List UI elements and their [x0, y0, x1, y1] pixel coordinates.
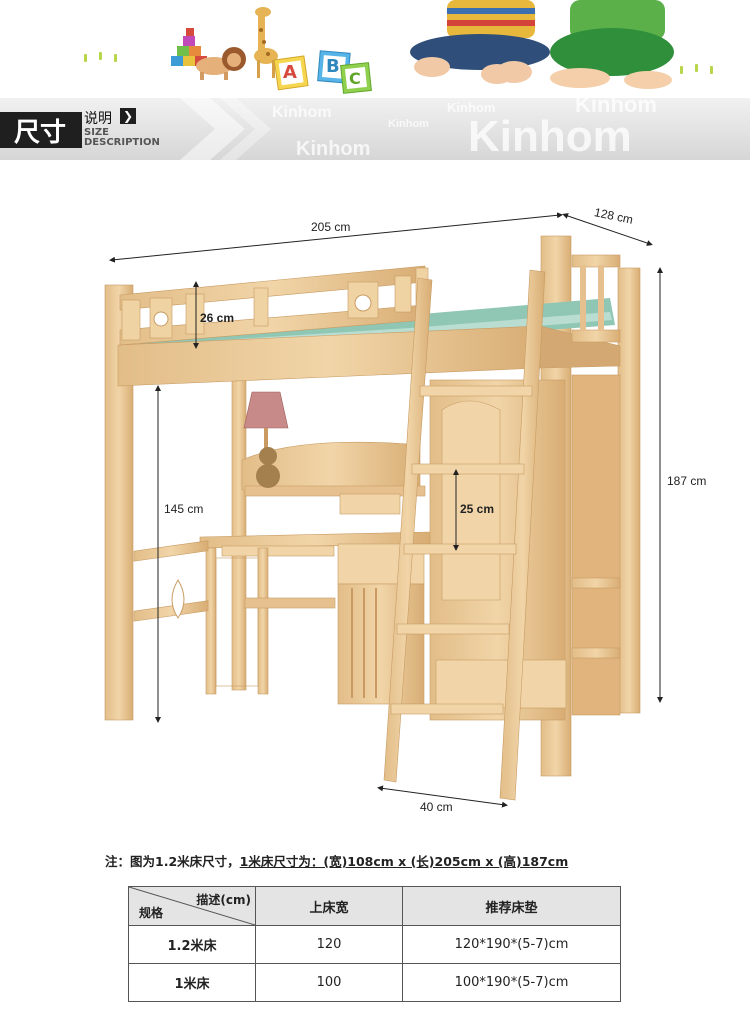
ladder-width-dimension: 40 cm — [420, 800, 453, 814]
row-width: 120 — [255, 925, 403, 964]
decor-dash — [710, 66, 713, 74]
note-prefix: 注：图为1.2米床尺寸， — [105, 854, 240, 869]
chevron-right-icon: ❯ — [120, 108, 136, 124]
decor-dash — [99, 52, 102, 60]
toys-illustration — [171, 0, 674, 94]
toy-giraffe-icon — [254, 7, 278, 78]
block-letter-a: A — [283, 62, 297, 83]
top-banner: A B C — [0, 0, 750, 98]
child-illustration-icon — [550, 0, 674, 89]
loft-bed-diagram — [104, 212, 663, 808]
brand-watermark: Kinhom — [296, 138, 371, 160]
decor-dash — [680, 66, 683, 74]
row-width: 100 — [255, 963, 403, 1002]
table-row: 1米床 100 100*190*(5-7)cm — [128, 963, 621, 1002]
under-bed-height-dimension: 145 cm — [164, 502, 204, 516]
section-english-line1: SIZE — [84, 127, 110, 138]
length-dimension: 205 cm — [311, 220, 351, 234]
size-section-header: Kinhom Kinhom Kinhom Kinhom Kinhom Kinho… — [0, 98, 750, 160]
table-corner-cell: 描述(cm) 规格 — [128, 886, 256, 926]
brand-watermark: Kinhom — [575, 98, 657, 117]
section-subtitle: 说明 — [84, 111, 112, 127]
brand-watermark: Kinhom — [388, 118, 429, 130]
decor-dash — [114, 54, 117, 62]
row-spec: 1米床 — [128, 963, 256, 1002]
child-illustration-icon — [410, 0, 550, 84]
corner-label-description: 描述(cm) — [196, 893, 251, 907]
ladder-step-gap-dimension: 25 cm — [460, 502, 495, 516]
header-mattress: 推荐床垫 — [402, 886, 621, 926]
brand-watermark: Kinhom — [447, 100, 496, 115]
total-height-dimension: 187 cm — [667, 474, 707, 488]
header-decor — [180, 98, 271, 160]
diagonal-divider — [129, 887, 255, 925]
header-bed-width: 上床宽 — [255, 886, 403, 926]
corner-label-spec: 规格 — [139, 906, 164, 920]
toy-lion-icon — [196, 47, 246, 80]
brand-watermark: Kinhom — [272, 104, 332, 121]
section-title: 尺寸 — [0, 112, 82, 148]
spec-table: 描述(cm) 规格 上床宽 推荐床垫 1.2米床 120 120*190*(5-… — [128, 886, 621, 1002]
section-english-line2: DESCRIPTION — [84, 137, 160, 148]
decor-dash — [695, 64, 698, 72]
note-sizes: 1米床尺寸为：(宽)108cm x (长)205cm x (高)187cm — [239, 854, 569, 869]
table-header-row: 描述(cm) 规格 上床宽 推荐床垫 — [128, 886, 621, 926]
block-letter-b: B — [326, 56, 340, 77]
size-note: 注：图为1.2米床尺寸，1米床尺寸为：(宽)108cm x (长)205cm x… — [105, 851, 568, 870]
block-letter-c: C — [349, 69, 361, 88]
decor-dash — [84, 54, 87, 62]
brand-watermark: Kinhom — [468, 112, 632, 160]
row-mattress: 120*190*(5-7)cm — [402, 925, 621, 964]
guardrail-dimension: 26 cm — [200, 311, 235, 325]
table-row: 1.2米床 120 120*190*(5-7)cm — [128, 925, 621, 964]
row-mattress: 100*190*(5-7)cm — [402, 963, 621, 1002]
row-spec: 1.2米床 — [128, 925, 256, 964]
